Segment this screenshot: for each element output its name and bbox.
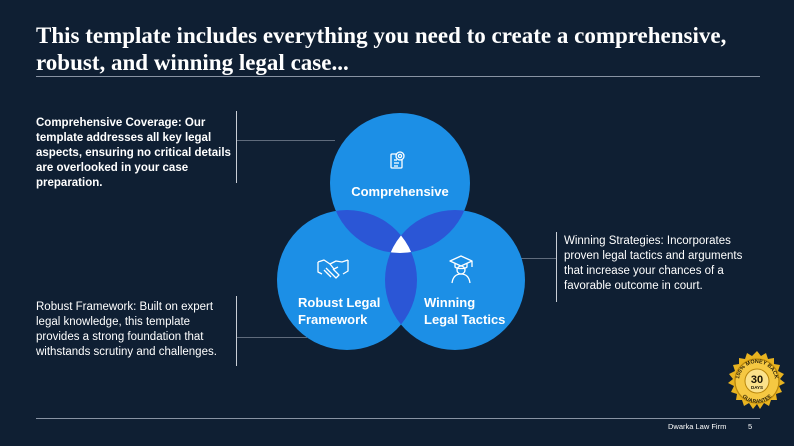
coverage-connector [237, 140, 335, 141]
page-number: 5 [748, 422, 753, 431]
seal-number: 30 [751, 374, 763, 386]
slide-title: This template includes everything you ne… [36, 23, 727, 75]
handshake-icon [317, 259, 349, 279]
seal-unit: DAYS [751, 385, 763, 390]
magnifier-document-icon [390, 151, 405, 169]
graduate-icon [449, 255, 473, 284]
top-right-overlap [385, 210, 470, 253]
comprehensive-label: Comprehensive [351, 184, 449, 199]
winning-label-line1: Winning [424, 295, 476, 310]
winning-label: Winning Legal Tactics [424, 294, 524, 328]
coverage-bracket [236, 111, 237, 183]
top-left-overlap [330, 210, 417, 253]
winning-connector [512, 258, 556, 259]
robust-label: Robust Legal Framework [298, 294, 398, 328]
money-back-seal: 100% MONEY BACK GUARANTEE 30 DAYS [728, 351, 785, 409]
robust-bracket [236, 296, 237, 366]
coverage-callout: Comprehensive Coverage: Our template add… [36, 117, 231, 189]
footer-divider [36, 418, 760, 419]
robust-callout: Robust Framework: Built on expert legal … [36, 301, 217, 358]
winning-label-line2: Legal Tactics [424, 312, 506, 327]
winning-callout: Winning Strategies: Incorporates proven … [564, 235, 743, 292]
footer-firm-name: Dwarka Law Firm [668, 422, 727, 431]
robust-label-line2: Framework [298, 312, 368, 327]
title-divider [36, 76, 760, 77]
robust-label-line1: Robust Legal [298, 295, 381, 310]
seal-center [744, 368, 770, 394]
seal-bottom-text: GUARANTEE [741, 393, 774, 405]
winning-bracket [556, 232, 557, 302]
robust-connector [237, 337, 307, 338]
